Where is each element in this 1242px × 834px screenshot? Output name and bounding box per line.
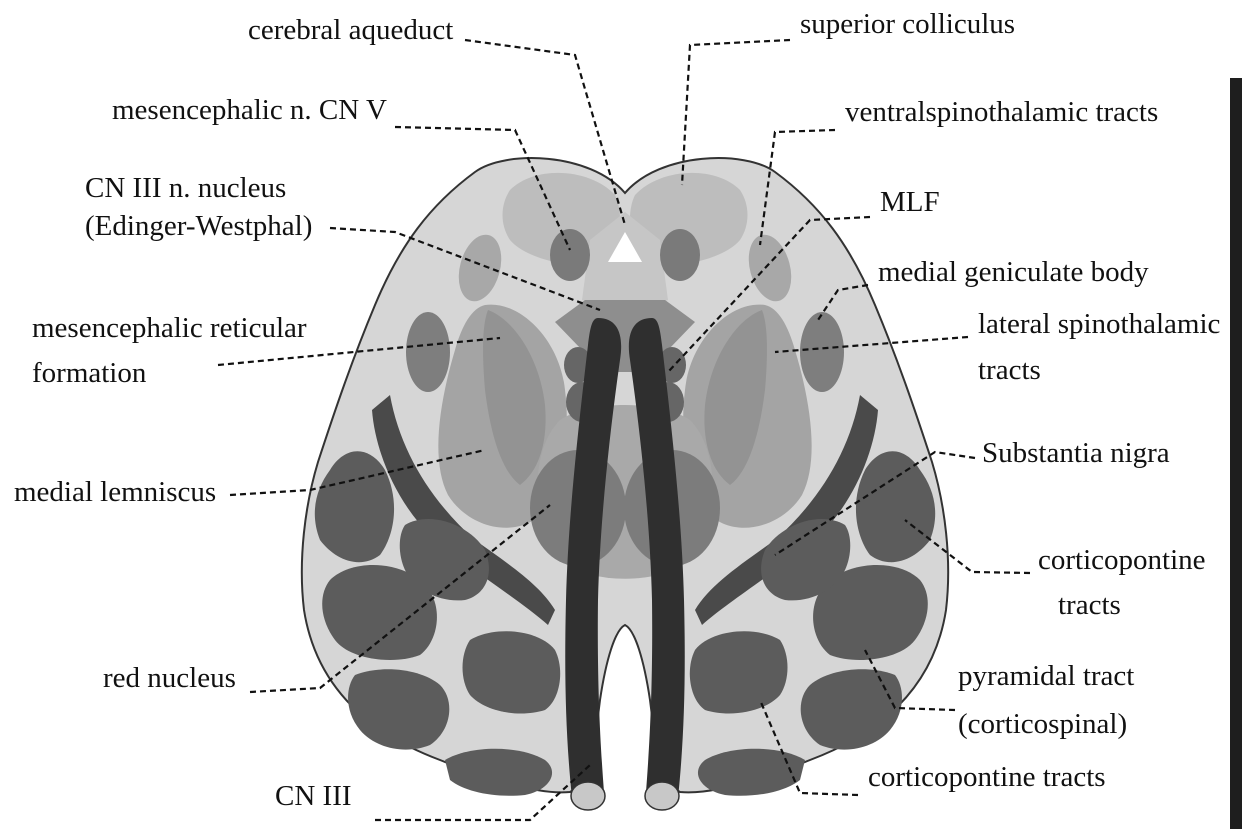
label-mesencephalic-n-cn-v: mesencephalic n. CN V (112, 94, 387, 127)
label-substantia-nigra: Substantia nigra (982, 437, 1170, 470)
label-medial-lemniscus: medial lemniscus (14, 476, 216, 509)
label-corticopontine-right-line2: tracts (1058, 589, 1121, 622)
label-medial-geniculate-body: medial geniculate body (878, 256, 1149, 289)
label-mesencephalic-reticular-line2: formation (32, 357, 146, 390)
cn-iii-nerve-right-end (645, 782, 679, 810)
label-lateral-spinothalamic-line2: tracts (978, 354, 1041, 387)
label-pyramidal-tract-line2: (corticospinal) (958, 708, 1127, 741)
label-cn-iii: CN III (275, 780, 352, 813)
label-cn-iii-nucleus-line1: CN III n. nucleus (85, 172, 286, 205)
label-cerebral-aqueduct: cerebral aqueduct (248, 14, 453, 47)
label-corticopontine-bottom: corticopontine tracts (868, 761, 1106, 794)
medial-geniculate-left (406, 312, 450, 392)
medial-geniculate-right (800, 312, 844, 392)
label-corticopontine-right-line1: corticopontine (1038, 544, 1206, 577)
label-cn-iii-nucleus-line2: (Edinger-Westphal) (85, 210, 312, 243)
label-mesencephalic-reticular-line1: mesencephalic reticular (32, 312, 307, 345)
label-red-nucleus: red nucleus (103, 662, 236, 695)
label-mlf: MLF (880, 186, 940, 219)
label-ventralspinothalamic-tracts: ventralspinothalamic tracts (845, 96, 1158, 129)
mesencephalic-nucleus-right (660, 229, 700, 281)
right-edge-bar (1230, 78, 1242, 829)
cn-iii-nerve-left-end (571, 782, 605, 810)
mesencephalic-nucleus-left (550, 229, 590, 281)
label-lateral-spinothalamic-line1: lateral spinothalamic (978, 308, 1220, 341)
label-pyramidal-tract-line1: pyramidal tract (958, 660, 1134, 693)
label-superior-colliculus: superior colliculus (800, 8, 1015, 41)
